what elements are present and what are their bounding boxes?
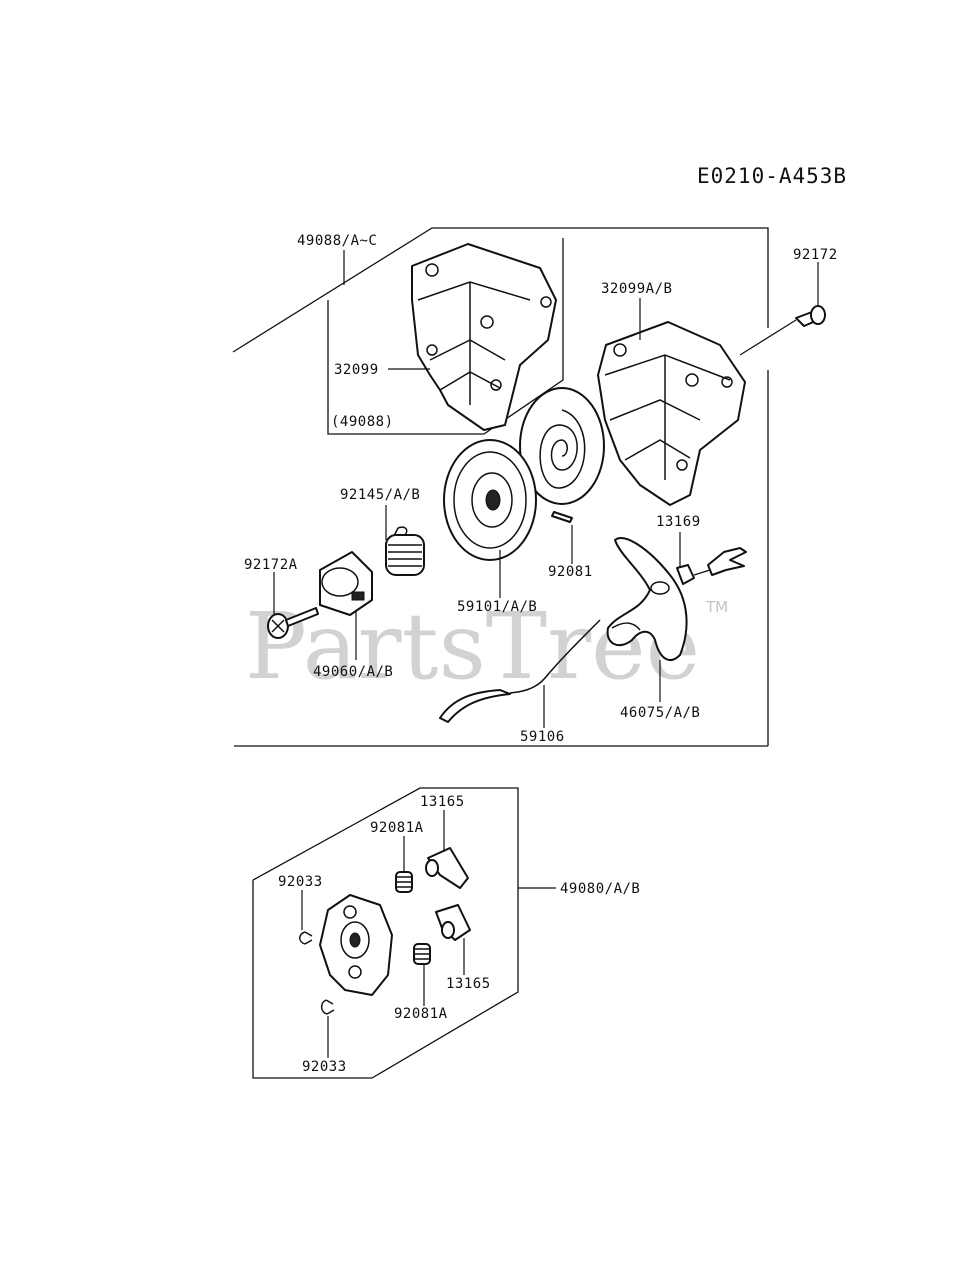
label-13169: 13169 [656,514,701,530]
spring-92081a-bottom[interactable] [413,943,431,965]
case-32099[interactable] [411,243,557,431]
label-92033-top: 92033 [278,874,323,890]
spring-92081a-top[interactable] [395,871,413,893]
spiral-spring-92081[interactable] [519,387,605,523]
diagram-code: E0210-A453B [697,164,847,188]
watermark-text: PartsTree [245,593,700,700]
eclip-92033-bottom[interactable] [320,999,335,1015]
leaders-lower [301,810,465,1058]
eclip-92033-top[interactable] [299,931,313,945]
case-32099ab[interactable] [597,321,746,506]
label-92081a-top: 92081A [370,820,424,836]
label-49060: 49060/A/B [313,664,393,680]
label-92033-bottom: 92033 [302,1059,347,1075]
watermark: PartsTree TM [245,593,728,700]
pawl-13165-top[interactable] [425,847,469,889]
label-59106: 59106 [520,729,565,745]
label-49088: 49088/A~C [297,233,377,249]
pawl-13165-bottom[interactable] [435,904,471,941]
label-49088-sub: (49088) [331,414,394,430]
spring-92145ab[interactable] [385,526,425,576]
label-13165-top: 13165 [420,794,465,810]
label-13165-bottom: 13165 [446,976,491,992]
label-92172a: 92172A [244,557,298,573]
handle-46075ab[interactable] [606,537,688,661]
label-92081: 92081 [548,564,593,580]
label-59101: 59101/A/B [457,599,537,615]
label-46075: 46075/A/B [620,705,700,721]
ratchet-plate[interactable] [319,894,393,996]
label-92081a-bottom: 92081A [394,1006,448,1022]
reel-59101ab[interactable] [443,439,537,561]
screw-92172a[interactable] [267,607,319,639]
pulley-49060ab[interactable] [319,551,373,616]
watermark-trademark: TM [705,598,728,616]
rope-59106[interactable] [439,619,601,723]
bolt-92172[interactable] [739,305,826,356]
label-92172: 92172 [793,247,838,263]
leaders-upper [273,250,819,728]
label-32099: 32099 [334,362,379,378]
upper-assembly-frame [232,227,769,747]
label-92145: 92145/A/B [340,487,420,503]
lower-assembly-frame [252,787,556,1079]
knot-13169[interactable] [676,547,747,585]
label-49080: 49080/A/B [560,881,640,897]
label-32099ab: 32099A/B [601,281,672,297]
